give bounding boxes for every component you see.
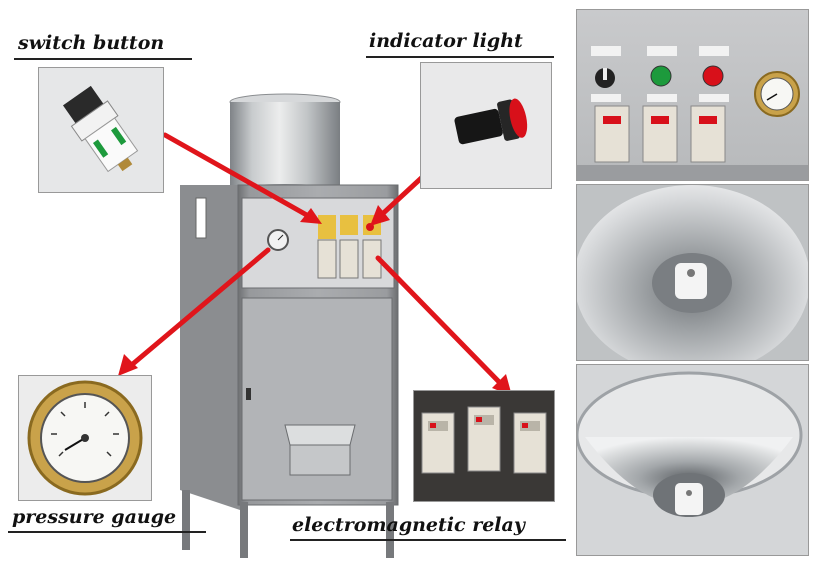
electromagnetic-relay-underline — [290, 539, 566, 541]
hopper-top-view-photo — [576, 184, 809, 361]
switch-button-underline — [14, 58, 192, 60]
switch-button-icon — [62, 85, 139, 173]
control-panel-photo — [576, 9, 809, 181]
indicator-light-icon — [454, 98, 528, 145]
switch-button-label: switch button — [18, 32, 165, 54]
hopper-side-view-icon — [577, 371, 803, 517]
pressure-gauge-underline — [8, 531, 206, 533]
pressure-gauge-photo — [18, 375, 152, 501]
pressure-gauge-icon — [27, 380, 143, 496]
pressure-gauge-label: pressure gauge — [12, 506, 177, 528]
electromagnetic-relay-icon — [421, 406, 547, 474]
indicator-light-underline — [366, 56, 554, 58]
switch-button-photo — [38, 67, 164, 193]
hopper-top-view-icon — [577, 185, 808, 360]
electromagnetic-relay-photo — [413, 390, 555, 502]
electromagnetic-relay-label: electromagnetic relay — [292, 514, 525, 536]
indicator-light-photo — [420, 62, 552, 189]
garlic-peeling-machine — [180, 93, 399, 558]
arrow-electromagnetic-relay — [375, 255, 508, 391]
indicator-light-label: indicator light — [369, 30, 523, 52]
arrow-pressure-gauge — [125, 247, 271, 371]
hopper-side-view-photo — [576, 364, 809, 556]
arrow-switch-button — [162, 132, 315, 221]
control-panel-icon — [577, 46, 808, 180]
